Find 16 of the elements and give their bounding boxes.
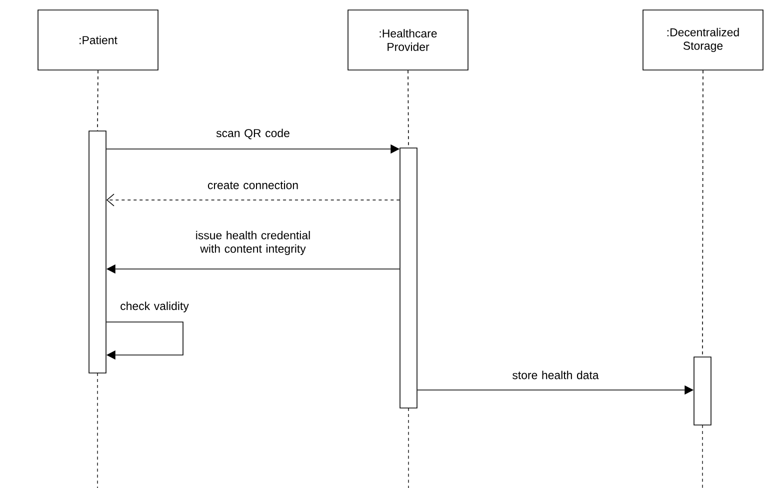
- edge-label: create connection: [208, 180, 298, 190]
- participant-box: :Decentralized Storage: [642, 10, 764, 70]
- lifeline: [408, 70, 409, 148]
- activation-bar: [694, 356, 712, 426]
- participant-box: :Patient: [38, 10, 158, 70]
- self-message-arrow: [106, 322, 184, 360]
- lifeline: [702, 70, 704, 357]
- edge-label: scan QR code: [216, 128, 290, 140]
- participant-box: :Healthcare Provider: [348, 10, 468, 70]
- message-arrow: [106, 194, 400, 206]
- edge-label: issue health credential with content integrity: [196, 230, 310, 256]
- lifeline: [97, 70, 98, 131]
- edge-label: check validity: [120, 302, 189, 312]
- edge-label: store health data: [512, 370, 599, 380]
- activation-bar: [400, 148, 418, 408]
- activation-bar: [88, 130, 106, 374]
